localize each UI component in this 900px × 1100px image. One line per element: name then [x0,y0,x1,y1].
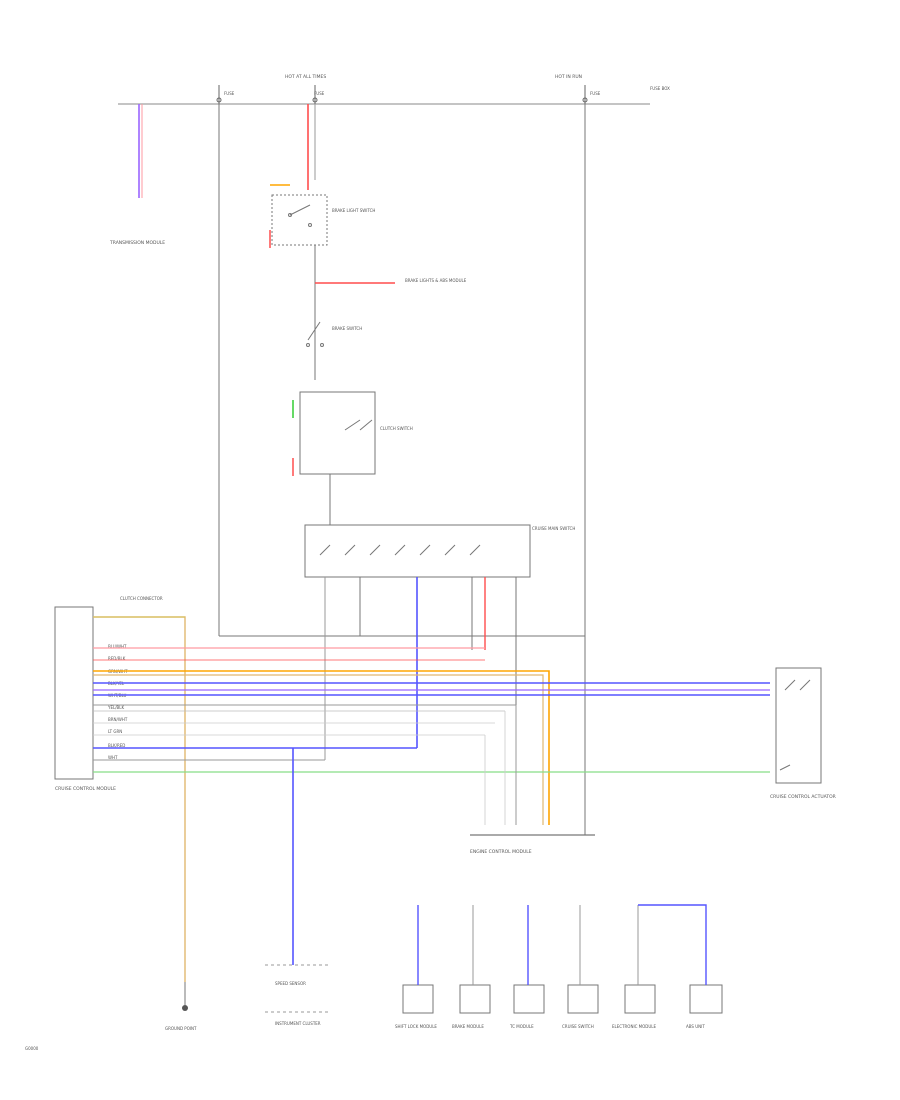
cruise-main-label: CRUISE MAIN SWITCH [532,526,575,531]
cruise-main-switch [304,524,531,578]
fuse-label-a: FUSE [224,91,235,96]
brake-switch-2 [306,321,324,347]
wire-code-9: BLK/RED [108,743,125,748]
tc-module-label: TC MODULE [509,1024,534,1029]
brake-switch-2-label: BRAKE SWITCH [332,326,362,331]
fuse-label-b: FUSE [314,91,325,96]
cruise-switch-bottom-label: CRUISE SWITCH [562,1024,594,1029]
fuse-box-note: FUSE BOX [650,86,670,91]
brake-module-label: BRAKE MODULE [452,1024,484,1029]
fuse-label-c: FUSE [590,91,601,96]
bottom-modules [402,984,723,1014]
bottom-module-wires [417,904,707,985]
cruise-control-actuator [775,667,822,784]
instrument-cluster-label: INSTRUMENT CLUSTER [275,1021,321,1026]
clutch-connector-label: CLUTCH CONNECTOR [120,596,163,601]
figure-id: G0000 [25,1046,39,1051]
brake-light-switch-label: BRAKE LIGHT SWITCH [332,208,375,213]
fuse-symbols [216,85,588,104]
clutch-switch [299,391,376,475]
wire-code-8: LT GRN [108,729,122,734]
abs-unit-label: ABS UNIT [686,1024,705,1029]
cruise-control-module-label: CRUISE CONTROL MODULE [55,786,116,792]
electronic-module-label: ELECTRONIC MODULE [612,1024,657,1029]
wire-code-1: BLU/WHT [108,644,127,649]
wire-code-2: RED/BLK [108,656,126,661]
harness-wires [93,616,770,982]
wire-code-10: WHT [108,755,118,760]
cruise-control-actuator-label: CRUISE CONTROL ACTUATOR [770,794,836,800]
ground-point-label: GROUND POINT [165,1026,197,1031]
ground-point-symbol [182,1005,188,1011]
hot-in-run-label: HOT IN RUN [555,74,582,80]
speed-sensor-label: SPEED SENSOR [275,981,306,986]
wire-code-6: YEL/BLK [107,705,125,710]
brake-lights-abs-label: BRAKE LIGHTS & ABS MODULE [405,278,467,283]
wire-code-7: BRN/WHT [108,717,128,722]
clutch-switch-label: CLUTCH SWITCH [380,426,413,431]
shift-lock-label: SHIFT LOCK MODULE [395,1024,437,1029]
hot-all-times-label: HOT AT ALL TIMES [285,74,326,80]
brake-light-switch [271,194,328,246]
transmission-module-label: TRANSMISSION MODULE [109,240,165,246]
cruise-control-module [54,606,94,780]
engine-control-module-label: ENGINE CONTROL MODULE [470,849,532,855]
